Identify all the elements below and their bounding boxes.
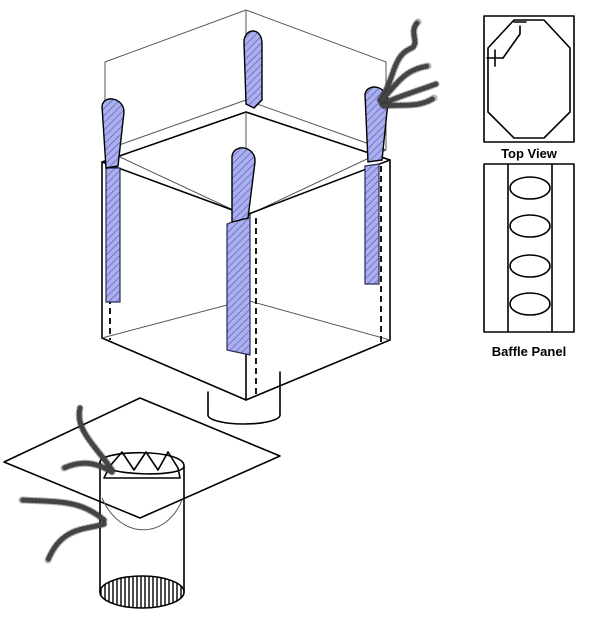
lift-loops (101, 30, 389, 223)
star-closure (103, 451, 181, 479)
discharge-flap (3, 397, 281, 519)
baffle-panel-label: Baffle Panel (492, 344, 566, 359)
top-view-label: Top View (501, 146, 558, 161)
baffle-panel-figure: Baffle Panel (483, 163, 575, 359)
spout-opening (99, 575, 185, 609)
bulk-bag (101, 9, 440, 425)
top-view-figure: Top View (483, 15, 575, 161)
lift-straps (105, 163, 380, 356)
spout-detail (3, 397, 281, 609)
tie-ropes-top (376, 18, 440, 110)
discharge-spout (207, 371, 281, 425)
